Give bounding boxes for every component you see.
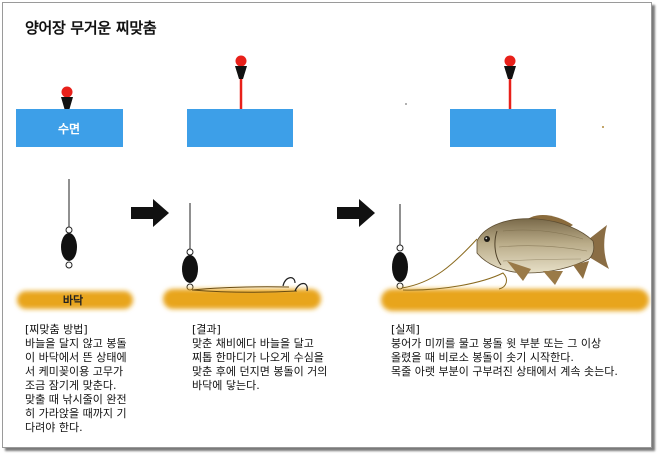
sinker-icon [61,233,77,261]
leader-line [401,238,478,289]
water-surface-block [16,109,123,147]
diagram-scene: 수면 바닥 [16,55,649,311]
sinker-icon [182,255,198,283]
arrow-right-icon [337,199,375,227]
panel-2-scene [163,55,321,309]
leader-line [191,286,298,293]
panel-2-description: [결과] 맞춘 채비에다 바늘을 달고 찌톱 한마디가 나오게 수심을 맞춘 후… [192,323,328,392]
bottom-block [381,289,649,311]
bottom-block [17,291,133,309]
water-surface-block [450,109,556,147]
hook-icon [282,277,308,292]
panel-1-description: [찌맞춤 방법] 바늘을 달지 않고 봉돌 이 바닥에서 뜬 상태에 서 케미꽂… [25,323,127,434]
water-surface-block [187,109,293,147]
diagram-title: 양어장 무거운 찌맞춤 [25,19,157,37]
float-icon [61,86,73,109]
bottom-label: 바닥 [63,293,83,307]
water-surface-label: 수면 [58,121,80,136]
panel-3-scene [381,55,649,311]
bottom-block [163,289,321,309]
float-icon [504,55,516,79]
panel-1-scene: 수면 바닥 [16,86,133,309]
crucian-carp-fish [476,214,609,285]
arrow-right-icon [131,199,169,227]
diagram-frame: 양어장 무거운 찌맞춤 수면 [2,2,652,448]
float-icon [235,55,247,79]
sinker-icon [392,252,408,282]
leader-line [402,272,507,291]
panel-3-description: [실제] 붕어가 미끼를 물고 봉돌 윗 부분 또는 그 이상 올렸을 때 비로… [391,323,618,378]
